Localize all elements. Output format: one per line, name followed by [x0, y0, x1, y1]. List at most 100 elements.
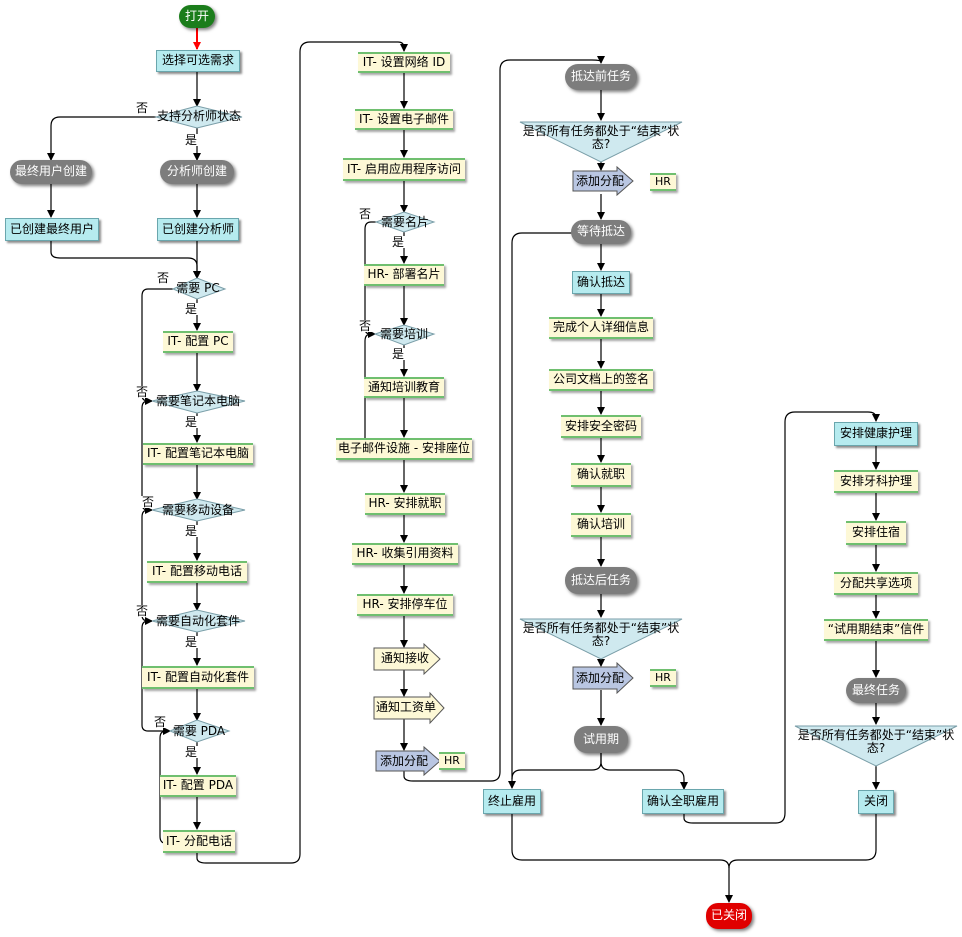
confirm-fulltime-node[interactable]: 确认全职雇用: [642, 789, 724, 814]
edge-yes-label: 是: [184, 133, 199, 147]
terminate-node[interactable]: 终止雇用: [483, 789, 541, 814]
it-config-automation-label: IT- 配置自动化套件: [147, 669, 249, 684]
hr-refs-label: HR- 收集引用资料: [356, 546, 454, 561]
it-app-access-node[interactable]: IT- 启用应用程序访问: [343, 158, 465, 181]
closed-label: 已关闭: [710, 908, 747, 923]
decision-support-analyst-shape: [154, 105, 243, 129]
edge-yes-label: 是: [184, 745, 199, 759]
add-assign-3-label[interactable]: 添加分配: [575, 671, 624, 685]
edge-no-label: 否: [135, 604, 150, 618]
edge-yes-label: 是: [184, 524, 199, 538]
analyst-create-label: 分析师创建: [166, 164, 227, 179]
confirm-training-node[interactable]: 确认培训: [571, 513, 631, 537]
it-assign-phone-node[interactable]: IT- 分配电话: [163, 830, 235, 853]
company-docs-node[interactable]: 公司文档上的签名: [549, 369, 653, 391]
hr-onboard-node[interactable]: HR- 安排就职: [365, 493, 445, 515]
it-email-label: IT- 设置电子邮件: [359, 111, 449, 126]
hr-card-node[interactable]: HR- 部署名片: [364, 264, 444, 286]
decision-all-done-3-shape: [794, 725, 958, 767]
edge-yes-label: 是: [391, 235, 406, 249]
edge-yes-label: 是: [391, 347, 406, 361]
decision-need-mobile-shape: [151, 498, 246, 522]
decision-need-training-shape: [373, 324, 436, 346]
closed-node[interactable]: 已关闭: [706, 903, 752, 929]
need-mobile-label[interactable]: 需要移动设备: [161, 503, 234, 517]
post-arrival-node[interactable]: 抵达后任务: [565, 567, 637, 594]
add-assign-2-shape: [572, 165, 634, 197]
edge-yes-label: 是: [184, 302, 199, 316]
need-card-label[interactable]: 需要名片: [380, 215, 429, 229]
it-network-id-node[interactable]: IT- 设置网络 ID: [358, 52, 450, 73]
security-pw-label: 安排安全密码: [564, 418, 637, 433]
notify-payroll-label[interactable]: 通知工资单: [375, 700, 436, 714]
all-tasks-done-2-label[interactable]: 是否所有任务都处于“结束”状态?: [522, 621, 680, 649]
support-analyst-label[interactable]: 支持分析师状态: [157, 109, 242, 123]
end-user-create-label: 最终用户创建: [14, 164, 87, 179]
lodging-node[interactable]: 安排住宿: [846, 521, 906, 545]
it-email-node[interactable]: IT- 设置电子邮件: [355, 109, 453, 130]
it-config-pda-label: IT- 配置 PDA: [162, 778, 234, 793]
pre-arrival-node[interactable]: 抵达前任务: [565, 64, 637, 90]
wait-arrival-label: 等待抵达: [576, 224, 625, 239]
probation-node[interactable]: 试用期: [574, 726, 628, 753]
edge-no-label: 否: [153, 715, 168, 729]
edge-no-label: 否: [358, 207, 373, 221]
analyst-created-node[interactable]: 已创建分析师: [157, 218, 239, 241]
it-config-laptop-node[interactable]: IT- 配置笔记本电脑: [143, 443, 253, 465]
end-user-created-label: 已创建最终用户: [9, 221, 94, 236]
hr-refs-node[interactable]: HR- 收集引用资料: [352, 543, 458, 565]
hr-tag-1-label: HR: [444, 753, 460, 767]
need-automation-label[interactable]: 需要自动化套件: [155, 614, 240, 628]
hr-parking-node[interactable]: HR- 安排停车位: [357, 594, 453, 616]
it-config-mobile-node[interactable]: IT- 配置移动电话: [147, 561, 247, 583]
start-node[interactable]: 打开: [179, 5, 215, 28]
confirm-fulltime-label: 确认全职雇用: [646, 793, 719, 808]
need-training-label[interactable]: 需要培训: [379, 327, 428, 341]
confirm-employ-node[interactable]: 确认就职: [571, 463, 631, 487]
security-pw-node[interactable]: 安排安全密码: [561, 415, 641, 438]
notify-reception-label[interactable]: 通知接收: [380, 651, 429, 665]
analyst-create-node[interactable]: 分析师创建: [160, 160, 234, 184]
it-config-pc-label: IT- 配置 PC: [167, 334, 229, 349]
decision-need-pc-shape: [171, 277, 227, 300]
pre-arrival-label: 抵达前任务: [570, 69, 631, 84]
edge-no-label: 否: [156, 271, 171, 285]
end-user-create-node[interactable]: 最终用户创建: [10, 160, 92, 184]
confirm-arrival-node[interactable]: 确认抵达: [572, 271, 630, 294]
need-pda-label[interactable]: 需要 PDA: [172, 724, 226, 738]
personal-details-node[interactable]: 完成个人详细信息: [549, 317, 653, 339]
final-tasks-node[interactable]: 最终任务: [846, 678, 906, 703]
confirm-arrival-label: 确认抵达: [576, 274, 625, 289]
email-facility-label: 电子邮件设施 - 安排座位: [338, 441, 470, 456]
health-care-node[interactable]: 安排健康护理: [834, 422, 918, 446]
add-assign-1-label[interactable]: 添加分配: [379, 754, 428, 768]
terminate-label: 终止雇用: [487, 793, 536, 808]
need-pc-label[interactable]: 需要 PC: [176, 281, 220, 295]
need-laptop-label[interactable]: 需要笔记本电脑: [155, 394, 240, 408]
it-config-pc-node[interactable]: IT- 配置 PC: [163, 331, 233, 353]
decision-need-pda-shape: [168, 719, 231, 743]
dental-care-node[interactable]: 安排牙科护理: [834, 470, 918, 493]
it-config-pda-node[interactable]: IT- 配置 PDA: [160, 775, 236, 797]
decision-need-laptop-shape: [151, 390, 246, 414]
all-tasks-done-3-label[interactable]: 是否所有任务都处于“结束”状态?: [797, 728, 955, 756]
decision-all-done-1-shape: [519, 121, 683, 163]
wait-arrival-node[interactable]: 等待抵达: [571, 220, 631, 244]
share-options-node[interactable]: 分配共享选项: [834, 572, 918, 595]
hr-tag-3: HR: [650, 669, 676, 687]
add-assign-2-label[interactable]: 添加分配: [575, 174, 624, 188]
email-facility-node[interactable]: 电子邮件设施 - 安排座位: [336, 438, 472, 460]
close-node[interactable]: 关闭: [858, 790, 894, 814]
notify-reception-shape: [373, 642, 441, 676]
it-network-id-label: IT- 设置网络 ID: [362, 54, 446, 69]
it-assign-phone-label: IT- 分配电话: [166, 833, 232, 848]
final-tasks-label: 最终任务: [851, 682, 900, 697]
all-tasks-done-1-label[interactable]: 是否所有任务都处于“结束”状态?: [522, 124, 680, 152]
probation-letter-node[interactable]: “试用期结束”信件: [824, 619, 928, 641]
post-arrival-label: 抵达后任务: [570, 572, 631, 587]
select-requirements-node[interactable]: 选择可选需求: [156, 50, 240, 72]
end-user-created-node[interactable]: 已创建最终用户: [5, 218, 99, 241]
it-config-automation-node[interactable]: IT- 配置自动化套件: [142, 666, 254, 689]
notify-training-node[interactable]: 通知培训教育: [364, 377, 444, 398]
